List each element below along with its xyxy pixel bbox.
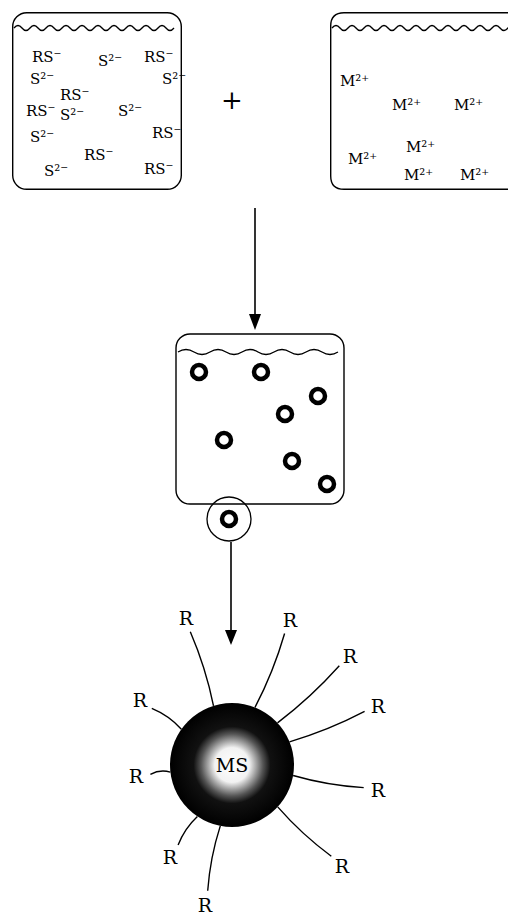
ion-label: S²⁻ [118,104,142,119]
beaker: RS⁻S²⁻RS⁻S²⁻S²⁻RS⁻RS⁻S²⁻S²⁻S²⁻RS⁻RS⁻S²⁻R… [12,12,182,190]
ligand-chain [178,816,197,845]
ligand-label: R [163,848,177,867]
ligand-chain [278,807,332,856]
ion-label: RS⁻ [60,88,90,103]
ion-label: M²⁺ [392,98,421,113]
ligand-label: R [371,697,385,716]
ligand-lines [150,632,364,891]
highlight-circle [207,497,251,541]
ion-label: RS⁻ [152,126,182,141]
ion-label: S²⁻ [30,130,54,145]
plus-sign: + [221,87,243,113]
core-label: MS [216,756,248,775]
ligand-chain [152,708,182,729]
ion-label: RS⁻ [144,50,174,65]
ion-label: M²⁺ [460,168,489,183]
ligand-label: R [371,781,385,800]
ligand-chain [208,826,221,891]
arrow [230,542,232,636]
ligand-label: R [198,896,212,915]
arrow-head [249,314,261,330]
ion-label: S²⁻ [162,72,186,87]
ion-label: RS⁻ [84,148,114,163]
ion-label: RS⁻ [144,162,174,177]
nanoparticles [192,365,334,526]
ion-label: RS⁻ [32,50,62,65]
ion-label: RS⁻ [26,104,56,119]
ligand-chain [290,711,365,741]
arrow [254,208,256,322]
ligand-chain [278,666,340,723]
ligand-chain [255,634,285,708]
ion-label: S²⁻ [98,54,122,69]
particle-sphere [170,703,294,827]
beaker-outline [331,13,508,190]
liquid-surface [14,26,174,31]
ligand-label: R [133,691,147,710]
ligand-label: R [179,609,193,628]
ion-label: S²⁻ [60,108,84,123]
ligand-label: R [283,611,297,630]
ion-label: M²⁺ [348,152,377,167]
beaker: M²⁺ M²⁺ M²⁺ M²⁺ M²⁺ M²⁺ M²⁺ [330,12,508,190]
ion-label: M²⁺ [454,98,483,113]
ligand-chain [150,771,170,774]
ion-label: S²⁻ [30,72,54,87]
arrow-head [225,630,237,645]
ligand-label: R [129,767,143,786]
ion-label: M²⁺ [340,74,369,89]
ion-label: M²⁺ [406,140,435,155]
ligand-chain [190,632,213,706]
ligand-chain [293,776,364,788]
liquid-surface [332,26,508,31]
beaker-outline [13,13,182,190]
beaker [176,334,344,504]
ligand-label: R [335,857,349,876]
ion-label: S²⁻ [44,164,68,179]
ligand-label: R [343,647,357,666]
nanoparticle: MS [170,703,294,827]
liquid-surface [178,350,338,355]
ion-label: M²⁺ [404,168,433,183]
